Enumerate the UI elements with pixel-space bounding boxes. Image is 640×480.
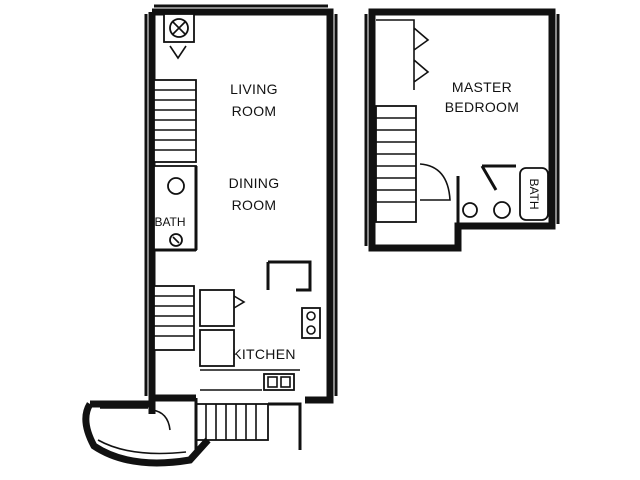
lower-floor: LIVING ROOM DINING ROOM BATH KITCHEN [82,4,338,467]
master-bedroom-label-line1: MASTER [452,79,512,95]
kitchen-label: KITCHEN [232,346,296,362]
upper-bath-partition [456,164,516,226]
bedroom-door-swing [419,163,451,201]
kitchen-refrigerator [199,289,235,327]
kitchen-partition [266,260,312,292]
toilet-icon [167,177,185,195]
entry-stairs [195,403,269,441]
living-room-label-line2: ROOM [232,103,277,119]
upper-sink-icon [462,202,478,218]
dining-room-label-line2: ROOM [232,197,277,213]
living-room-label-line1: LIVING [230,81,278,97]
dining-room-label-line1: DINING [229,175,280,191]
upper-floor-wall-texture [364,14,560,246]
curved-balcony [82,398,211,467]
lower-floor-wall-texture [144,4,338,396]
kitchen-counter [199,329,235,367]
closet-doors [376,19,430,90]
upper-toilet-icon [493,201,511,219]
stairs-lower-left [153,285,195,351]
stairs-upper-floor [375,105,417,223]
kitchen-sink [263,373,295,391]
bathtub [519,167,549,221]
stairs-upper-left [153,79,197,163]
lower-bath-label: BATH [154,215,185,229]
upper-floor: MASTER BEDROOM BATH [364,8,560,252]
upper-bath-label: BATH [527,178,541,209]
master-bedroom-label-line2: BEDROOM [445,99,519,115]
entry-door-swing [151,409,171,431]
